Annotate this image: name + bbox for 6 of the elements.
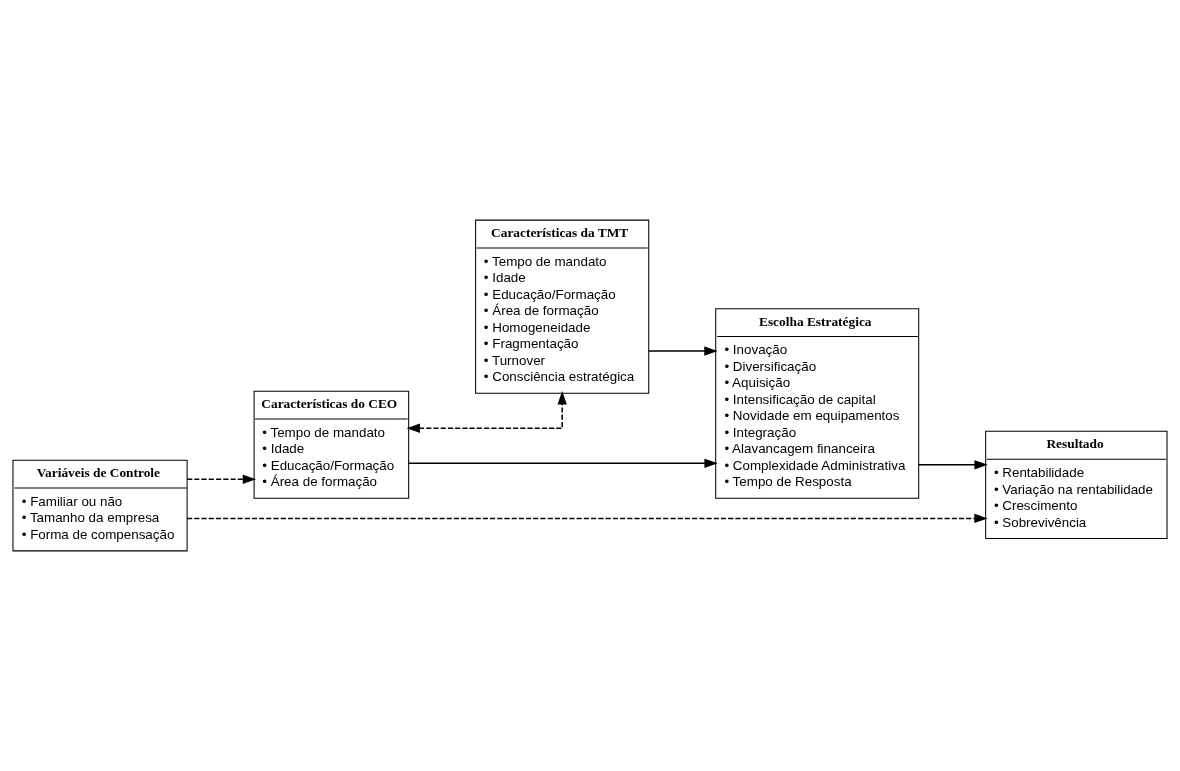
arrow [186,474,257,484]
arrow [918,460,988,470]
arrow [406,391,567,433]
arrow [186,513,988,524]
arrow [408,458,718,468]
arrow [648,346,718,356]
